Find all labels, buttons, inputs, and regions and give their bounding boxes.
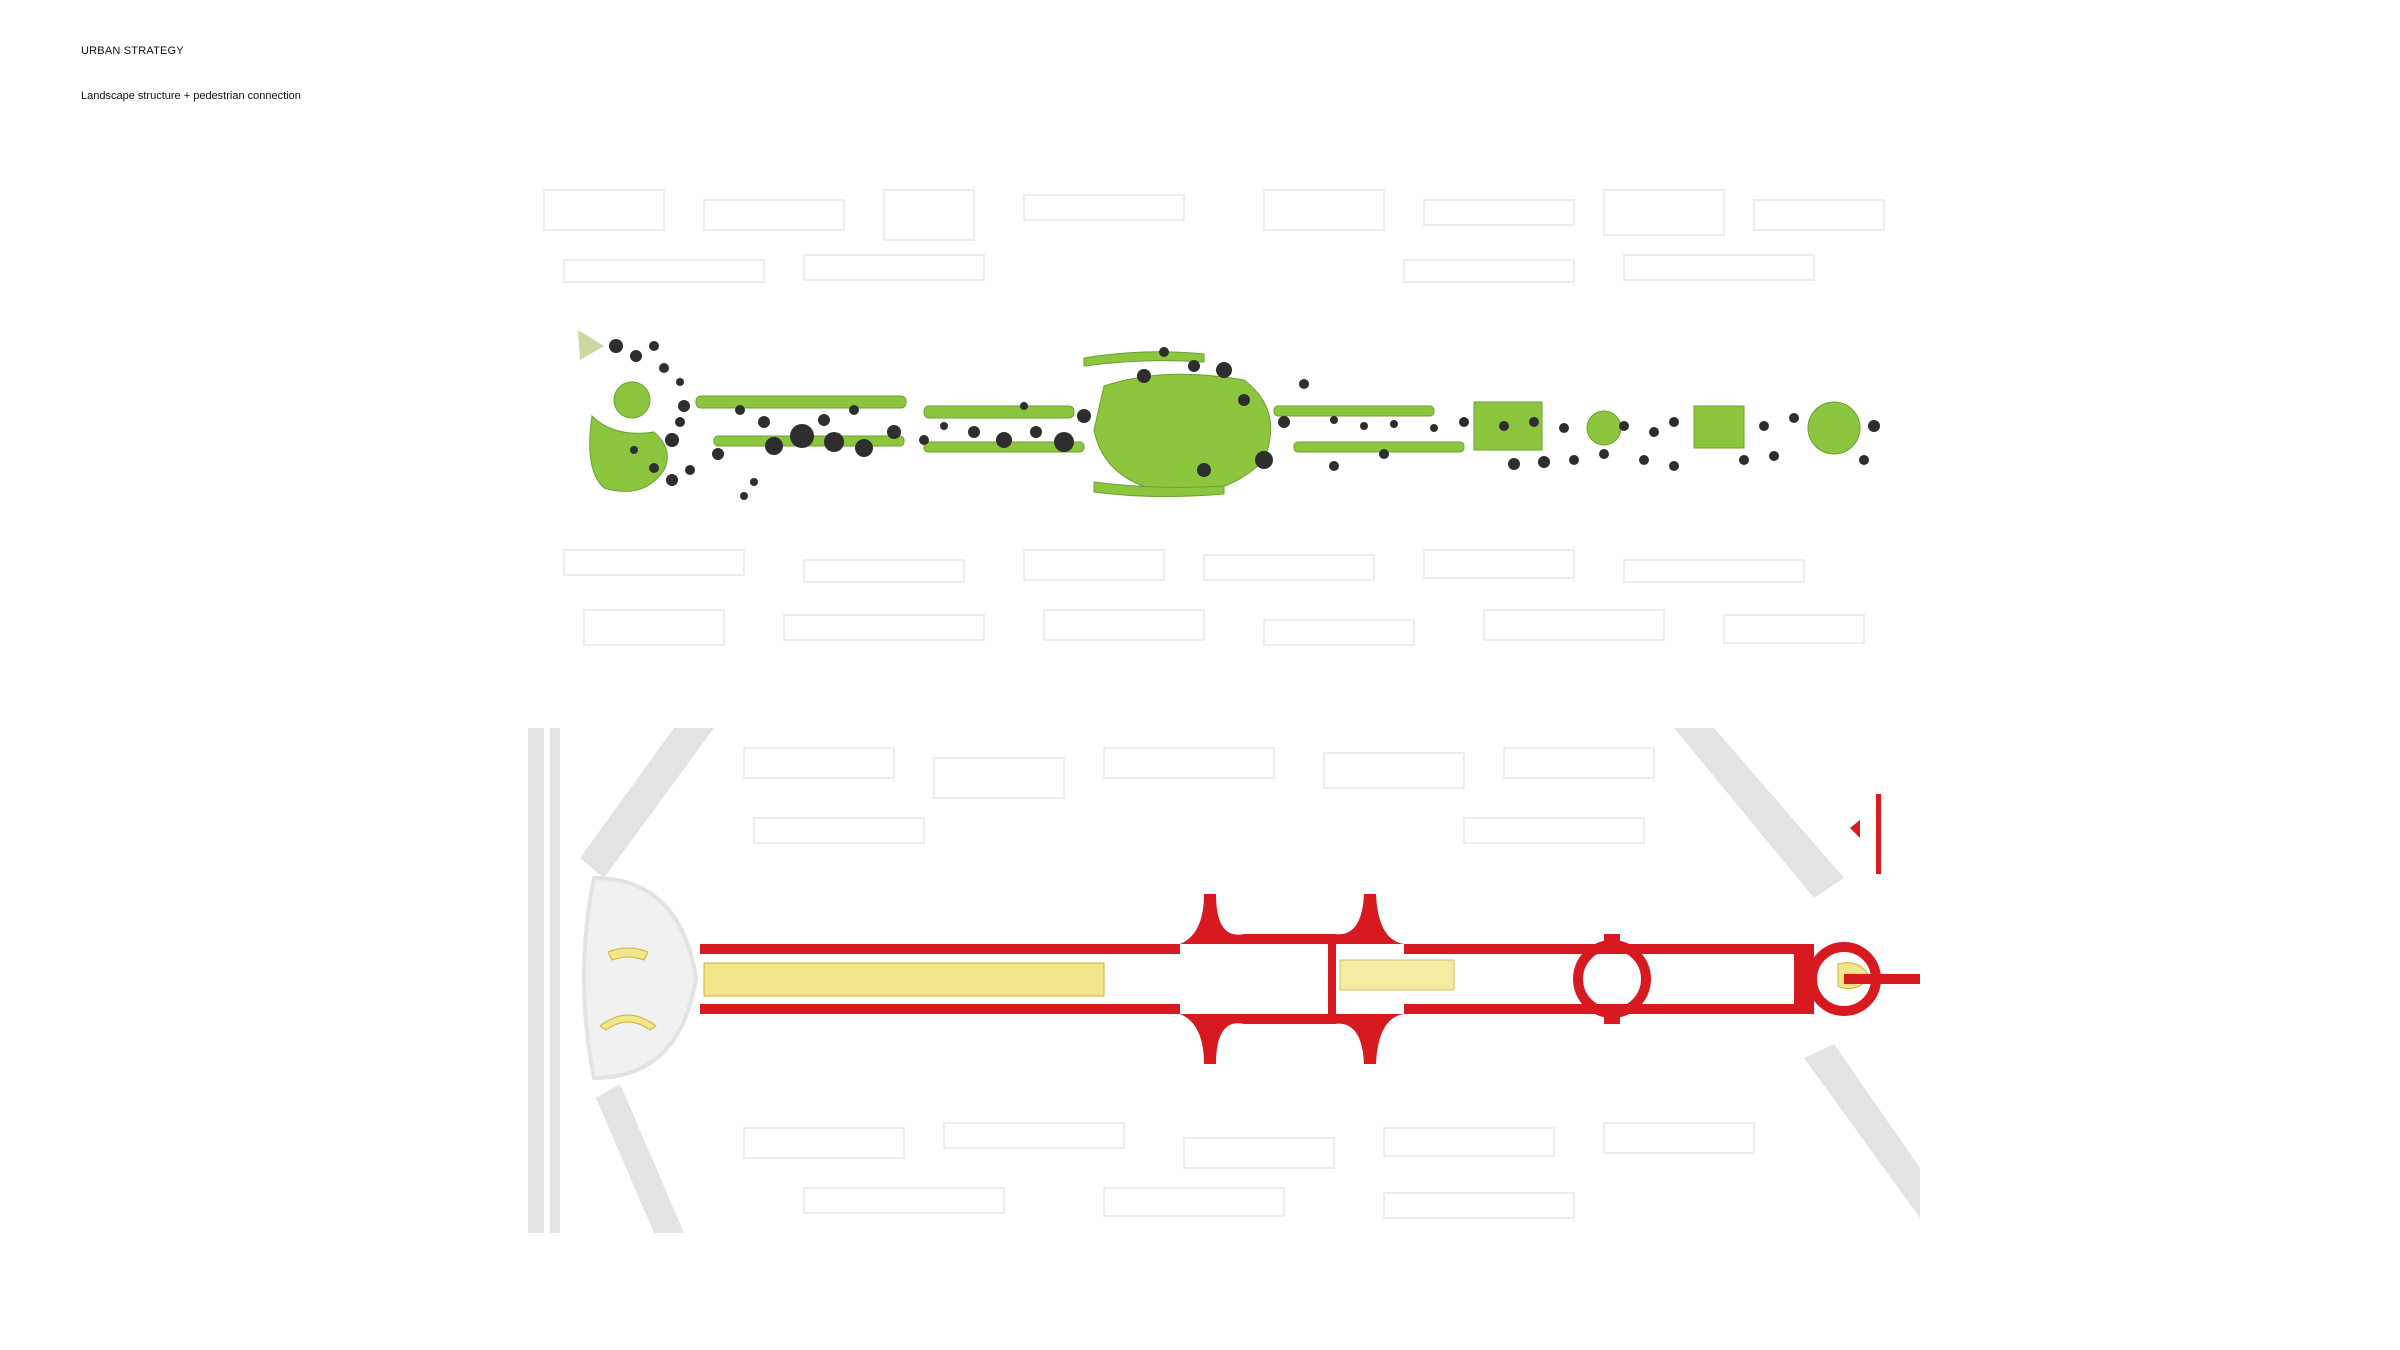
trees: [609, 339, 1880, 500]
pedestrian-map: [528, 728, 1920, 1233]
context-buildings: [743, 747, 1755, 1219]
landscape-map: [543, 189, 1885, 646]
pedestrian-connection-plan: [504, 728, 1920, 1233]
yellow-paths: [599, 947, 1871, 1031]
page-subtitle: Landscape structure + pedestrian connect…: [81, 90, 301, 102]
context-buildings: [543, 189, 1885, 646]
plaza-triangle: [578, 330, 604, 360]
pedestrian-network: [700, 794, 1920, 1064]
landscape-structure-plan: [504, 170, 1920, 675]
page-title: URBAN STRATEGY: [81, 45, 184, 57]
roads: [528, 728, 1920, 1233]
